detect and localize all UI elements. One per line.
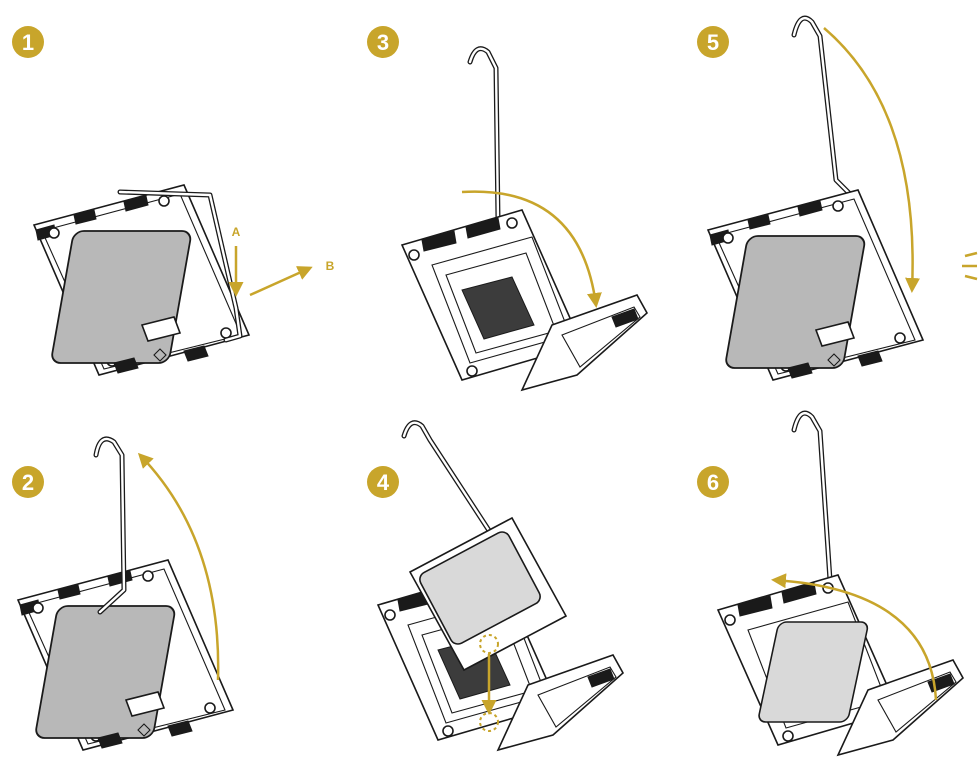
svg-text:1: 1 bbox=[22, 30, 34, 55]
step-2-badge: 2 bbox=[12, 466, 44, 498]
step-1: 1 A B bbox=[12, 26, 335, 376]
arrow-lower-lever bbox=[823, 27, 921, 293]
step-3-badge: 3 bbox=[367, 26, 399, 58]
step-3-lever bbox=[467, 46, 501, 223]
svg-text:3: 3 bbox=[377, 30, 389, 55]
step-4-cpu-chip bbox=[408, 516, 568, 672]
step-1-badge: 1 bbox=[12, 26, 44, 58]
step-6: 6 bbox=[697, 410, 964, 756]
arrow-lift-lever bbox=[137, 452, 220, 681]
step-5-badge: 5 bbox=[697, 26, 729, 58]
step-4-lever bbox=[401, 420, 493, 535]
step-5-socket bbox=[707, 189, 924, 381]
svg-text:5: 5 bbox=[707, 30, 719, 55]
arrow-open-plate bbox=[461, 190, 602, 308]
arrow-push-out bbox=[249, 266, 313, 297]
alignment-notch-bottom bbox=[479, 712, 499, 732]
svg-text:2: 2 bbox=[22, 470, 34, 495]
click-indicator-icon bbox=[962, 251, 978, 281]
step-2: 2 bbox=[12, 436, 234, 751]
step-6-badge: 6 bbox=[697, 466, 729, 498]
step-3: 3 bbox=[367, 26, 648, 391]
alignment-notch-top bbox=[479, 634, 499, 654]
step-4: 4 bbox=[367, 420, 624, 751]
svg-text:6: 6 bbox=[707, 470, 719, 495]
step-6-socket bbox=[717, 574, 964, 756]
step-5: 5 bbox=[697, 15, 978, 381]
arrow-close-plate bbox=[771, 573, 938, 701]
arrow-label-b: B bbox=[326, 259, 335, 273]
svg-text:4: 4 bbox=[377, 470, 390, 495]
arrow-label-a: A bbox=[232, 225, 241, 239]
step-4-badge: 4 bbox=[367, 466, 399, 498]
step-3-socket bbox=[401, 209, 648, 391]
